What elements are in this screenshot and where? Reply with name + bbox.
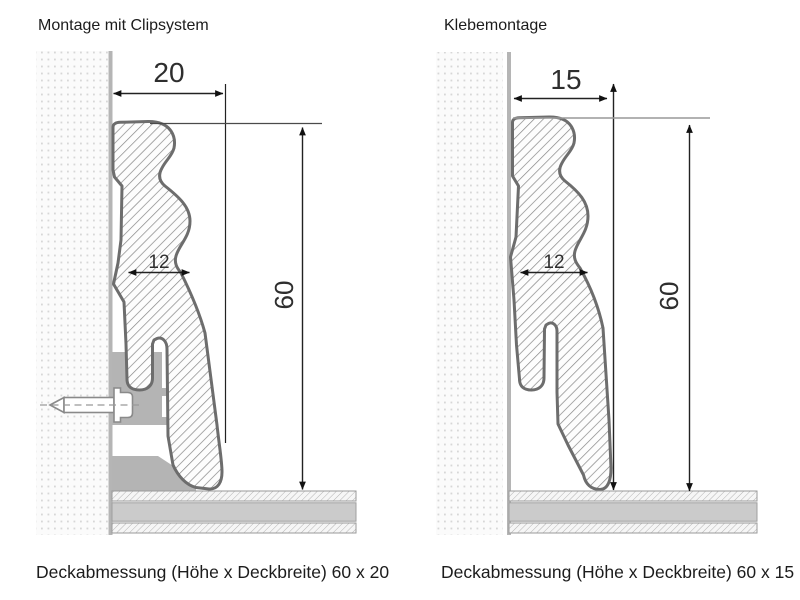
right-floor: [508, 490, 758, 534]
left-groove-dimension-label: 12: [148, 252, 169, 273]
left-floor: [111, 490, 357, 534]
right-wall-plaster: [436, 52, 503, 535]
right-diagram-caption: Deckabmessung (Höhe x Deckbreite) 60 x 1…: [441, 562, 795, 582]
left-wall-edge: [108, 51, 113, 535]
left-wall-plaster: [36, 51, 108, 535]
clip-foot: [112, 456, 196, 491]
left-width-dimension-label: 20: [153, 57, 184, 88]
right-height-dimension-label: 60: [654, 282, 684, 311]
mounting-screw: [40, 387, 143, 423]
left-diagram-title: Montage mit Clipsystem: [38, 17, 209, 34]
left-height-dimension-label: 60: [269, 281, 299, 310]
right-wall-edge: [507, 52, 511, 535]
right-skirting-profile: [509, 115, 613, 491]
right-diagram-title: Klebemontage: [444, 17, 548, 34]
left-dimensions: [113, 84, 322, 490]
left-skirting-profile: [111, 119, 224, 491]
left-diagram-caption: Deckabmessung (Höhe x Deckbreite) 60 x 2…: [36, 562, 390, 582]
right-diagram: 15 12 60: [436, 52, 758, 535]
left-diagram: 20 12 60: [36, 51, 357, 535]
right-width-dimension-label: 15: [550, 64, 581, 95]
right-dimensions: [513, 83, 710, 492]
right-groove-dimension-label: 12: [543, 252, 564, 273]
